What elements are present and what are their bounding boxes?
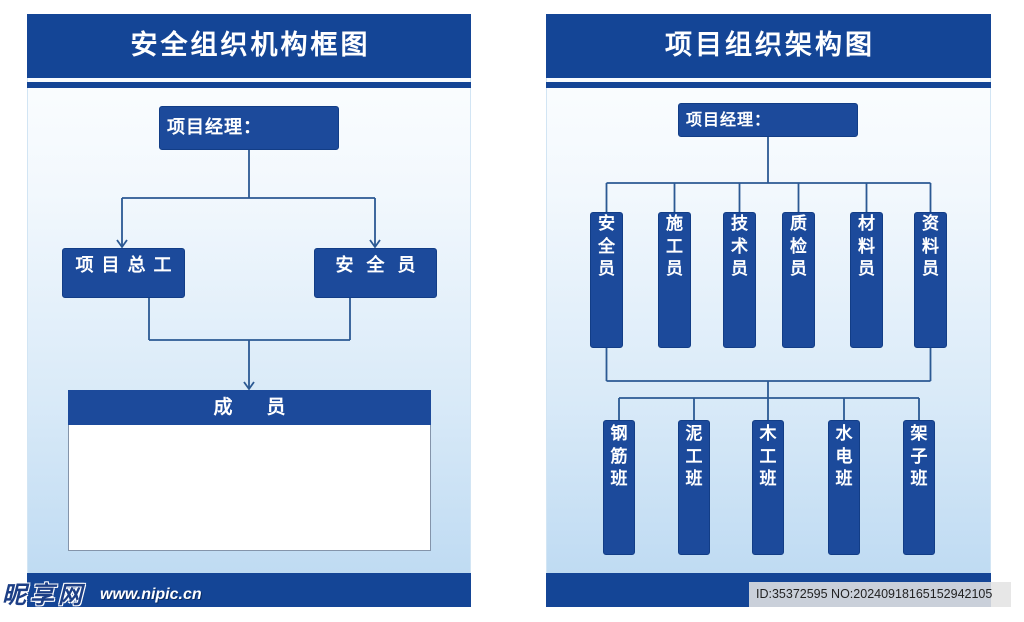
project-org-panel: 项目组织架构图 项目经理： 安全员 施工员 技术员 质检员 材料员 — [546, 14, 991, 607]
left-panel-title: 安全组织机构框图 — [130, 30, 371, 61]
team-box-masonry: 泥工班 — [678, 420, 710, 555]
team-label: 架子班 — [910, 424, 928, 489]
role-label: 技术员 — [731, 214, 748, 279]
team-label: 泥工班 — [685, 424, 703, 489]
watermark-url: www.nipic.cn — [100, 586, 202, 603]
right-manager-box: 项目经理： — [678, 103, 858, 137]
team-box-rebar: 钢筋班 — [603, 420, 635, 555]
left-manager-label: 项目经理： — [167, 117, 262, 138]
right-panel-title: 项目组织架构图 — [665, 30, 875, 61]
team-label: 钢筋班 — [610, 424, 628, 489]
role-label: 质检员 — [790, 214, 807, 279]
team-label: 木工班 — [759, 424, 777, 489]
team-box-scaffolding: 架子班 — [903, 420, 935, 555]
role-label: 安全员 — [598, 214, 615, 279]
left-title-bar: 安全组织机构框图 — [27, 14, 471, 78]
role-box-materials: 材料员 — [850, 212, 883, 348]
safety-org-panel: 安全组织机构框图 项目经理： 项目总工 安全员 成员 — [27, 14, 471, 607]
team-box-carpentry: 木工班 — [752, 420, 784, 555]
members-list-area — [68, 425, 431, 551]
arrowhead-safety-officer — [369, 239, 381, 249]
watermark-logo: 昵享网 — [2, 581, 86, 609]
chief-engineer-label: 项目总工 — [75, 255, 180, 276]
left-footer-bar — [27, 573, 471, 607]
watermark-image-id: ID:35372595 NO:20240918165152942105 — [749, 582, 1011, 607]
left-connectors — [116, 150, 381, 391]
members-header: 成员 — [68, 390, 431, 425]
team-label: 水电班 — [835, 424, 853, 489]
role-box-documents: 资料员 — [914, 212, 947, 348]
role-box-safety: 安全员 — [590, 212, 623, 348]
safety-officer-label: 安全员 — [335, 255, 429, 276]
role-label: 资料员 — [922, 214, 939, 279]
chief-engineer-box: 项目总工 — [62, 248, 185, 298]
role-box-quality: 质检员 — [782, 212, 815, 348]
arrowhead-members — [243, 381, 255, 391]
right-top-stripe — [546, 82, 991, 88]
members-header-label: 成员 — [213, 396, 320, 418]
left-top-stripe — [27, 82, 471, 88]
safety-officer-box: 安全员 — [314, 248, 437, 298]
role-box-construction: 施工员 — [658, 212, 691, 348]
role-box-technical: 技术员 — [723, 212, 756, 348]
right-manager-label: 项目经理： — [686, 110, 772, 129]
team-box-plumbing-electrical: 水电班 — [828, 420, 860, 555]
right-title-bar: 项目组织架构图 — [546, 14, 991, 78]
role-label: 材料员 — [858, 214, 875, 279]
arrowhead-chief-engineer — [116, 239, 128, 249]
right-connectors — [605, 137, 932, 420]
role-label: 施工员 — [666, 214, 683, 279]
left-manager-box: 项目经理： — [159, 106, 339, 150]
